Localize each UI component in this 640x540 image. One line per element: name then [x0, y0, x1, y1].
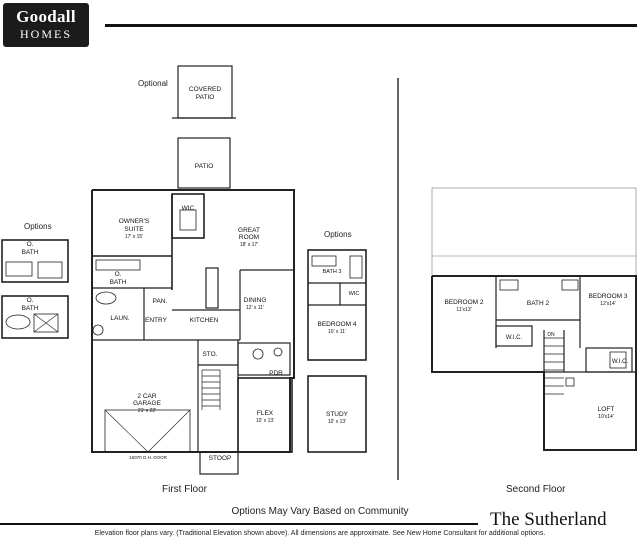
room-owners-suite: OWNER'S [119, 218, 150, 225]
plan-title: The Sutherland [490, 509, 607, 530]
room-great-room: GREAT [238, 227, 260, 234]
option-bath-a-label: O. [27, 241, 34, 248]
second-floor-outline [431, 275, 637, 451]
footer-rule [0, 523, 478, 525]
pdr-outline [237, 342, 291, 376]
svg-text:12'x14': 12'x14' [600, 301, 616, 307]
room-bath3: BATH 3 [323, 269, 342, 275]
brand-logo: Goodall HOMES [3, 3, 89, 47]
option-study-outline [307, 375, 367, 453]
room-kitchen: KITCHEN [190, 317, 219, 324]
room-pan: PAN. [153, 298, 168, 305]
room-wic1: WIC [182, 205, 195, 212]
options-left-label: Options [24, 222, 52, 231]
room-bedroom3: BEDROOM 3 [588, 293, 627, 300]
room-loft: LOFT [598, 406, 615, 413]
flex-outline [237, 377, 293, 453]
garage-door-label: 16070 O.H. DOOR [129, 455, 168, 460]
stoop-outline [199, 451, 239, 475]
options-note: Options May Vary Based on Community [231, 506, 409, 517]
second-floor-stairs [544, 337, 564, 395]
first-floor-caption: First Floor [162, 484, 207, 495]
svg-text:SUITE: SUITE [124, 226, 144, 233]
second-floor-attic [431, 187, 637, 277]
header-rule [105, 24, 637, 27]
svg-text:ROOM: ROOM [239, 234, 259, 241]
wic1-outline [171, 193, 205, 239]
room-dining: DINING [244, 297, 267, 304]
option-bath-a-outline [1, 239, 69, 283]
svg-text:10' x 13': 10' x 13' [328, 419, 346, 425]
room-o-bath: O. [115, 271, 122, 278]
svg-text:BATH: BATH [110, 279, 127, 286]
room-stoop: STOOP [209, 455, 232, 462]
room-entry: ENTRY [145, 317, 168, 324]
svg-text:10' x 13': 10' x 13' [256, 418, 274, 424]
second-floor-caption: Second Floor [506, 484, 566, 495]
wic3-outline [495, 325, 533, 347]
room-covered-patio: COVERED [189, 86, 221, 93]
svg-text:PATIO: PATIO [196, 94, 215, 101]
svg-text:17' x 15': 17' x 15' [125, 234, 143, 240]
room-bedroom2: BEDROOM 2 [444, 299, 483, 306]
options-mid-label: Options [324, 230, 352, 239]
svg-text:11'x13': 11'x13' [456, 307, 471, 313]
room-pdr: PDR [269, 370, 283, 377]
svg-text:BATH: BATH [22, 249, 39, 256]
disclaimer-footnote: Elevation floor plans vary. (Traditional… [94, 530, 546, 537]
room-study: STUDY [326, 411, 349, 418]
stair-dn: DN [547, 332, 555, 338]
brand-name: Goodall [16, 7, 76, 26]
svg-text:10' x 11': 10' x 11' [328, 329, 346, 335]
patio-outline [177, 137, 231, 189]
room-sto: STO. [202, 351, 217, 358]
first-floor-stairs [201, 369, 221, 410]
svg-text:12' x 11': 12' x 11' [246, 305, 264, 311]
room-wic4: W.I.C. [612, 359, 629, 365]
svg-text:BATH: BATH [22, 305, 39, 312]
svg-text:10'x14': 10'x14' [598, 414, 614, 420]
room-wic3: W.I.C. [506, 335, 523, 341]
room-garage: 2 CAR [137, 393, 156, 400]
room-laun: LAUN. [110, 315, 129, 322]
kitchen-island [205, 267, 219, 309]
room-wic2: WIC [349, 291, 360, 297]
brand-subname: HOMES [19, 27, 72, 41]
optional-label: Optional [138, 79, 168, 88]
option-bath-b-outline [1, 295, 69, 339]
garage-door [104, 409, 191, 453]
option-bath-b-label: O. [27, 297, 34, 304]
svg-text:18' x 17': 18' x 17' [240, 242, 258, 248]
svg-text:21' x 22': 21' x 22' [138, 408, 156, 414]
room-patio: PATIO [195, 163, 214, 170]
svg-text:GARAGE: GARAGE [133, 400, 161, 407]
room-flex: FLEX [257, 410, 274, 417]
room-bedroom4: BEDROOM 4 [317, 321, 356, 328]
room-bath2: BATH 2 [527, 300, 550, 307]
